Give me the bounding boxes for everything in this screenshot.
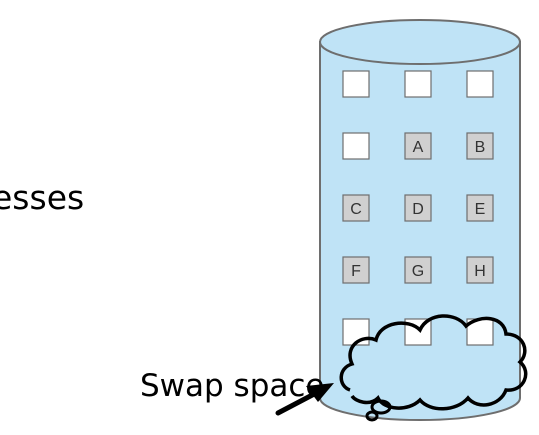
disk-block bbox=[342, 70, 370, 98]
disk-cylinder-top bbox=[319, 19, 521, 65]
disk-block bbox=[342, 132, 370, 160]
disk-block bbox=[404, 194, 432, 222]
disk-block bbox=[466, 132, 494, 160]
disk-block bbox=[466, 256, 494, 284]
disk-block-grid: A B C D E F G H bbox=[342, 70, 494, 346]
disk-block bbox=[466, 70, 494, 98]
disk-block-label: H bbox=[474, 263, 486, 280]
disk-block-label: A bbox=[413, 139, 424, 156]
disk-block-label: G bbox=[412, 263, 424, 280]
disk-block bbox=[404, 256, 432, 284]
disk-block bbox=[342, 256, 370, 284]
swap-cloud-puff-small bbox=[365, 410, 379, 422]
swap-cloud bbox=[339, 314, 528, 422]
disk-block-label: B bbox=[475, 139, 486, 156]
disk-block-label: C bbox=[350, 201, 362, 218]
swap-arrow bbox=[275, 383, 334, 416]
arrow-shaft bbox=[275, 389, 321, 416]
disk-block bbox=[466, 318, 494, 346]
swap-cloud-puff bbox=[370, 399, 392, 415]
disk-block-label: D bbox=[412, 201, 424, 218]
arrow-head bbox=[306, 383, 334, 402]
disk-block bbox=[466, 194, 494, 222]
swap-cloud-outline bbox=[339, 314, 528, 411]
disk-block bbox=[342, 194, 370, 222]
swap-space-label: Swap space bbox=[140, 368, 325, 404]
disk-block-label: F bbox=[351, 263, 361, 280]
disk-block-label: E bbox=[475, 201, 486, 218]
slide-text-fragment: esses bbox=[0, 178, 85, 217]
disk-block bbox=[404, 132, 432, 160]
disk-block bbox=[404, 70, 432, 98]
